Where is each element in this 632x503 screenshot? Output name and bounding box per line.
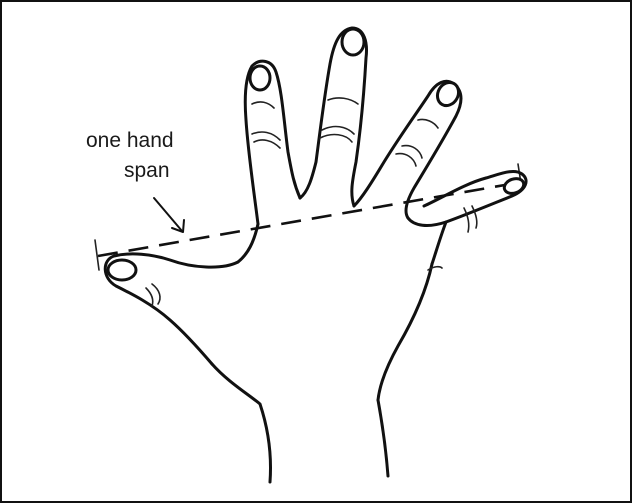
hand-drawing [105, 28, 526, 482]
palm-and-wrist [212, 264, 442, 482]
label-pointer-arrow [154, 198, 184, 232]
middle-finger-nail [342, 29, 364, 55]
index-finger [245, 61, 300, 224]
hand-span-label-line-2: span [124, 160, 170, 181]
middle-finger [300, 28, 366, 206]
little-finger [408, 171, 526, 264]
thumb-nail [108, 260, 136, 280]
ring-finger [354, 79, 463, 218]
index-finger-nail [250, 66, 270, 90]
hand-span-line [98, 182, 522, 256]
thumb [105, 224, 258, 364]
little-finger-nail [502, 176, 526, 196]
hand-span-label-line-1: one hand [86, 130, 174, 151]
